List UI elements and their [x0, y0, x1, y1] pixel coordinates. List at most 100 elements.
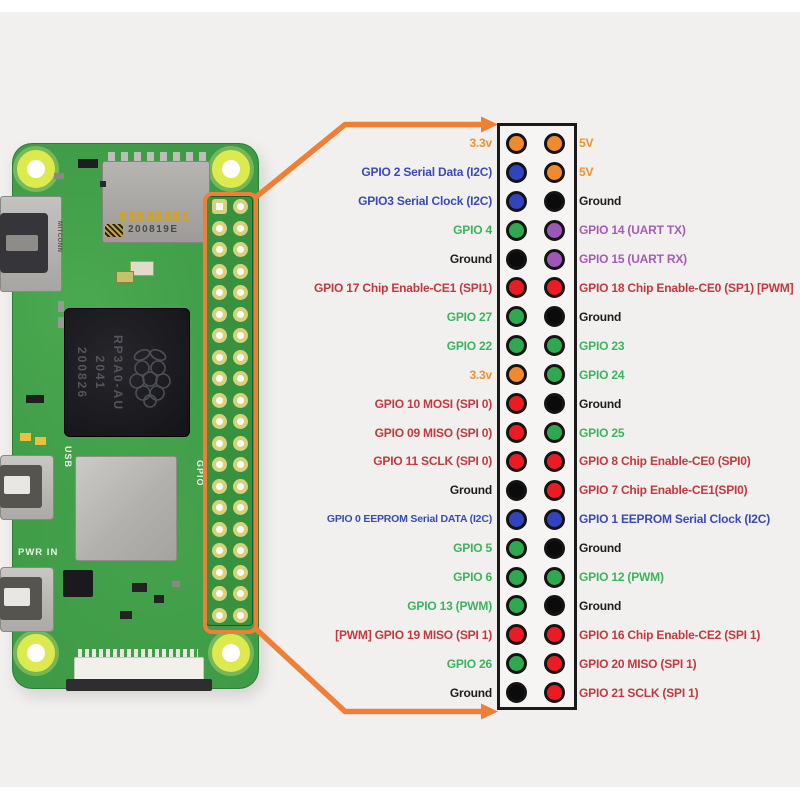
- raspberry-pi-zero-board: 200819E MITCONN RP3A0-AU 2041 200826: [0, 143, 259, 691]
- pin-row: GPIO 10 MOSI (SPI 0)Ground: [0, 389, 800, 418]
- pin-left-label: GPIO 27: [446, 309, 492, 324]
- gpio-header-hole: [212, 392, 227, 408]
- pin-left-circle: [506, 595, 527, 617]
- pin-row: GPIO 09 MISO (SPI 0) GPIO 25: [0, 418, 800, 447]
- pin-left-label: GPIO 09 MISO (SPI 0): [374, 425, 493, 440]
- pin-right-circle: [544, 479, 565, 501]
- pin-right-label: Ground: [579, 396, 622, 411]
- pin-left-label: Ground: [449, 252, 492, 267]
- pin-left-label: Ground: [449, 685, 492, 700]
- gpio-header-hole: [233, 263, 248, 279]
- pin-right-label: Ground: [579, 541, 622, 556]
- gpio-header-hole: [212, 543, 227, 559]
- gpio-header-holes: [212, 199, 248, 623]
- pin-row: GPIO 13 (PWM)Ground: [0, 592, 800, 621]
- smd-component: [78, 159, 98, 168]
- pin-right-circle: [544, 653, 565, 675]
- pin-right-label: GPIO 25: [579, 425, 625, 440]
- smd-capacitor: [20, 433, 31, 441]
- gpio-header-hole: [212, 220, 227, 236]
- bottom-white-strip: [0, 787, 800, 800]
- pin-right-label: GPIO 12 (PWM): [579, 570, 664, 585]
- mounting-hole: [212, 634, 250, 672]
- pin-left-circle: [506, 335, 527, 357]
- pin-right-circle: [544, 219, 565, 241]
- gpio-header-hole: [212, 414, 227, 430]
- pin-right-circle: [544, 682, 565, 704]
- gpio-header-hole: [233, 349, 248, 365]
- top-white-strip: [0, 0, 800, 12]
- pin-left-label: GPIO 4: [453, 223, 492, 238]
- pin-right-circle: [544, 566, 565, 588]
- gpio-header-hole: [212, 478, 227, 494]
- pin-right-circle: [544, 132, 565, 154]
- pin-right-circle: [544, 422, 565, 444]
- pin-left-label: GPIO 2 Serial Data (I2C): [361, 165, 492, 180]
- pin-right-label: GPIO 16 Chip Enable-CE2 (SPI 1): [579, 627, 761, 642]
- gpio-header-hole: [233, 543, 248, 559]
- usb-plastic: [4, 588, 30, 606]
- camera-connector-latch: [66, 679, 212, 691]
- smd-component: [26, 395, 44, 403]
- gpio-header-hole: [212, 242, 227, 258]
- smd-component: [116, 271, 134, 283]
- sd-gold-contacts: [120, 212, 188, 221]
- gpio-header-hole: [233, 435, 248, 451]
- pin-row: GPIO 17 Chip Enable-CE1 (SPI1) GPIO 18 Ch…: [0, 274, 800, 303]
- smd-component: [130, 261, 154, 276]
- pin-row: GPIO 0 EEPROM Serial DATA (I2C)GPIO 1 EE…: [0, 505, 800, 534]
- camera-connector: [74, 657, 204, 681]
- gpio-header-hole: [212, 328, 227, 344]
- gpio-header-hole: [212, 371, 227, 387]
- pin-right-circle: [544, 306, 565, 328]
- pin-left-label: GPIO 17 Chip Enable-CE1 (SPI1): [313, 280, 492, 295]
- gpio-header-hole: [212, 457, 227, 473]
- gpio-header-hole: [233, 564, 248, 580]
- pin-left-circle: [506, 422, 527, 444]
- gpio-header-hole: [212, 521, 227, 537]
- pin-right-label: GPIO 1 EEPROM Serial Clock (I2C): [579, 512, 770, 527]
- smd-component: [54, 173, 64, 179]
- pin-left-circle: [506, 653, 527, 675]
- pin-left-circle: [506, 132, 527, 154]
- pin-right-label: Ground: [579, 598, 622, 613]
- sd-spring-mark: [105, 224, 123, 237]
- gpio-header-hole: [233, 220, 248, 236]
- gpio-header-hole: [233, 392, 248, 408]
- pin-right-label: Ground: [579, 194, 622, 209]
- usb-plastic: [4, 476, 30, 494]
- pin-right-label: GPIO 18 Chip Enable-CE0 (SP1) [PWM]: [579, 280, 794, 295]
- gpio-header-highlight: [203, 192, 258, 634]
- gpio-header-hole: [233, 586, 248, 602]
- pin-row: GPIO 2 Serial Data (I2C) 5V: [0, 158, 800, 187]
- pin-left-label: GPIO 6: [453, 570, 492, 585]
- pin-right-circle: [544, 595, 565, 617]
- gpio-header-hole: [212, 306, 227, 322]
- pin-right-label: GPIO 20 MISO (SPI 1): [579, 656, 697, 671]
- smd-component: [132, 583, 147, 592]
- gpio-header-hole: [233, 328, 248, 344]
- gpio-header-hole: [233, 414, 248, 430]
- pin-row: [PWM] GPIO 19 MISO (SPI 1)GPIO 16 Chip E…: [0, 620, 800, 649]
- pin-left-circle: [506, 479, 527, 501]
- pin-right-circle: [544, 508, 565, 530]
- pin-right-label: 5V: [579, 165, 594, 180]
- pin-left-circle: [506, 682, 527, 704]
- pin-right-circle: [544, 161, 565, 183]
- pin-row: GPIO3 Serial Clock (I2C)Ground: [0, 187, 800, 216]
- smd-component: [58, 317, 64, 328]
- pin-left-circle: [506, 393, 527, 415]
- pin-right-label: GPIO 24: [579, 367, 625, 382]
- pin-right-label: GPIO 8 Chip Enable-CE0 (SPI0): [579, 454, 751, 469]
- pin-right-label: GPIO 23: [579, 338, 625, 353]
- gpio-header-hole: [212, 586, 227, 602]
- mounting-hole: [17, 634, 55, 672]
